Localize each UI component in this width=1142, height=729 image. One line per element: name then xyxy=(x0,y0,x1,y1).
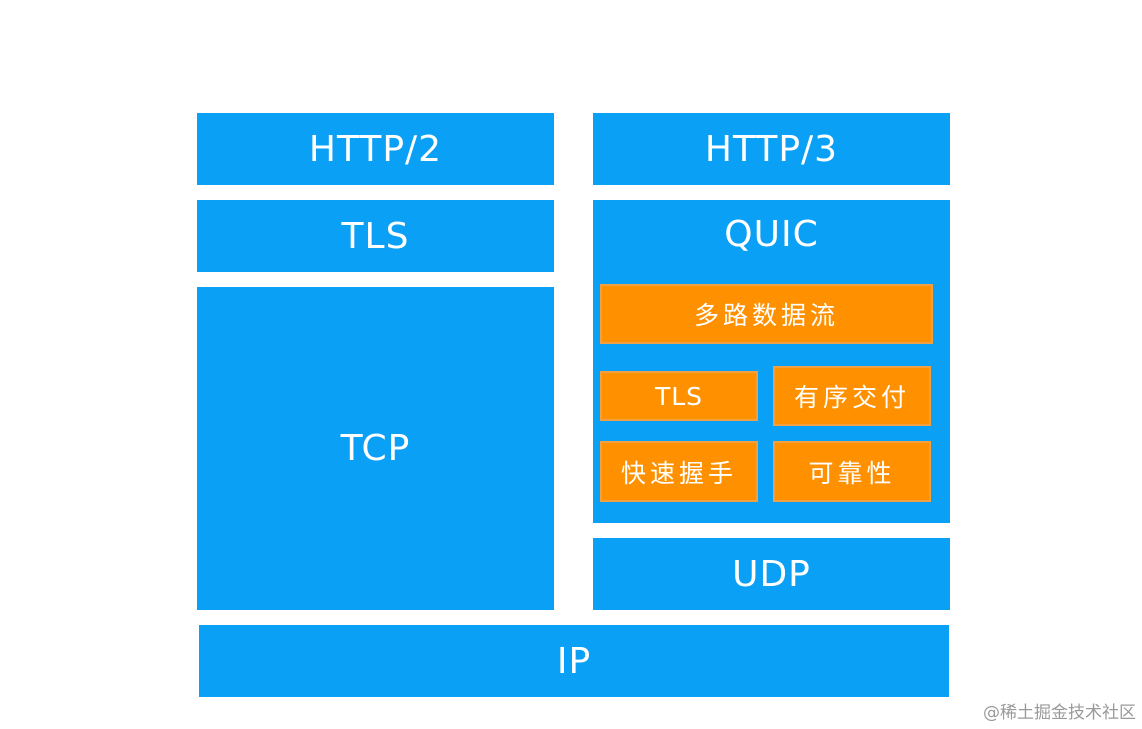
tcp-layer: TCP xyxy=(197,287,554,610)
ordered-delivery-box: 有序交付 xyxy=(773,366,931,426)
ip-layer: IP xyxy=(199,625,949,697)
reliability-box: 可靠性 xyxy=(773,441,931,502)
http3-label: HTTP/3 xyxy=(704,128,839,170)
ip-label: IP xyxy=(556,640,592,682)
tls-label-left: TLS xyxy=(341,215,410,257)
watermark: @稀土掘金技术社区 xyxy=(983,703,1136,723)
http2-layer: HTTP/2 xyxy=(197,113,554,185)
udp-layer: UDP xyxy=(593,538,950,610)
multiplexed-streams-label: 多路数据流 xyxy=(693,301,839,330)
quic-tls-box: TLS xyxy=(600,371,758,421)
quic-label: QUIC xyxy=(724,214,819,255)
quic-layer: QUIC 多路数据流 TLS 有序交付 快速握手 可靠性 xyxy=(593,200,950,523)
quic-tls-label: TLS xyxy=(654,381,704,411)
fast-handshake-label: 快速握手 xyxy=(620,458,737,488)
fast-handshake-box: 快速握手 xyxy=(600,441,758,502)
udp-label: UDP xyxy=(732,553,811,595)
reliability-label: 可靠性 xyxy=(808,458,896,488)
tcp-label: TCP xyxy=(340,428,411,469)
multiplexed-streams-box: 多路数据流 xyxy=(600,284,933,344)
tls-layer-left: TLS xyxy=(197,200,554,272)
http2-label: HTTP/2 xyxy=(308,128,443,170)
http3-layer: HTTP/3 xyxy=(593,113,950,185)
ordered-delivery-label: 有序交付 xyxy=(793,383,910,412)
